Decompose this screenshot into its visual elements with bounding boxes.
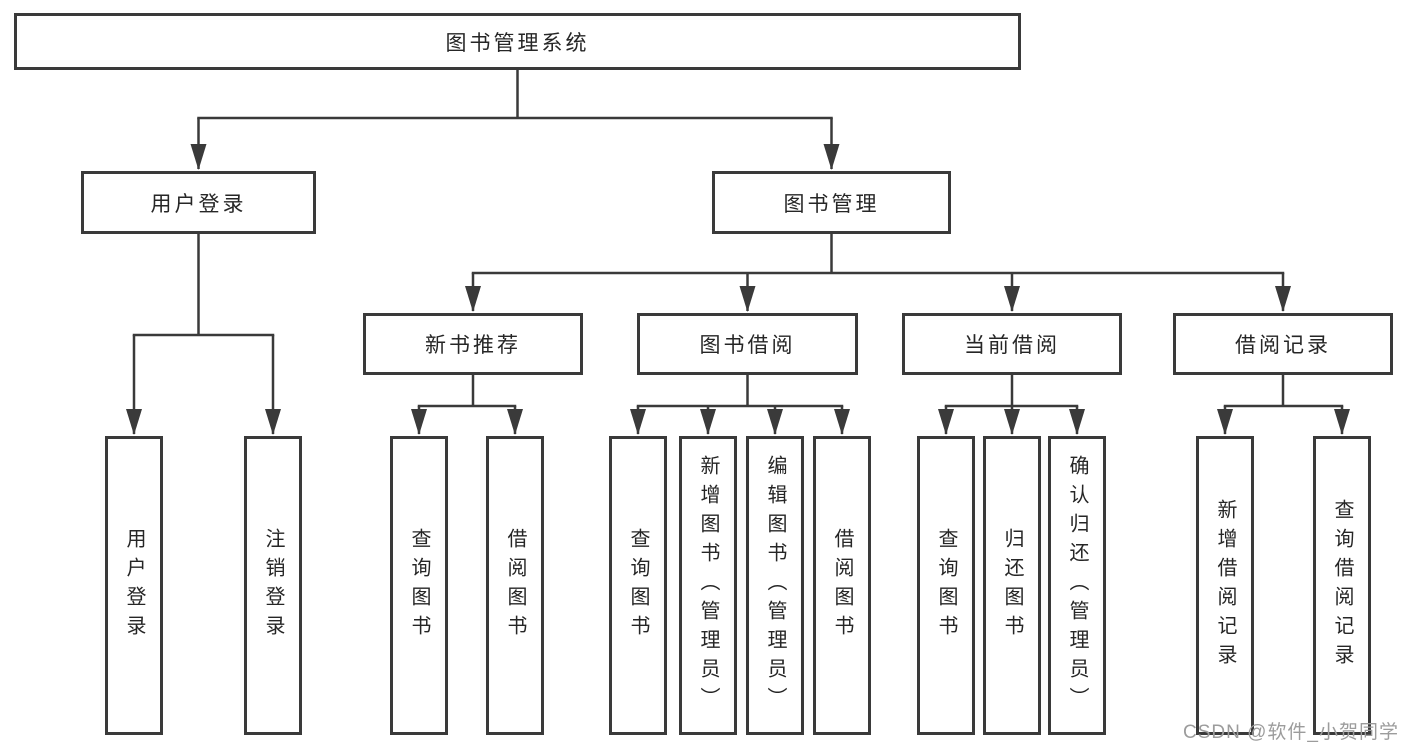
leaf-add-borrow-record: 新增借阅记录 xyxy=(1196,436,1254,735)
leaf-borrow-books-1: 借阅图书 xyxy=(486,436,544,735)
leaf-add-books-admin: 新增图书（管理员） xyxy=(679,436,737,735)
leaf-query-borrow-record: 查询借阅记录 xyxy=(1313,436,1371,735)
leaf-borrow-books-2: 借阅图书 xyxy=(813,436,871,735)
node-current-borrowing: 当前借阅 xyxy=(902,313,1122,375)
node-book-borrowing: 图书借阅 xyxy=(637,313,858,375)
node-library-management-system: 图书管理系统 xyxy=(14,13,1021,70)
leaf-confirm-return-admin: 确认归还（管理员） xyxy=(1048,436,1106,735)
leaf-return-books: 归还图书 xyxy=(983,436,1041,735)
leaf-query-books-2: 查询图书 xyxy=(609,436,667,735)
leaf-query-books-1: 查询图书 xyxy=(390,436,448,735)
leaf-user-login: 用户登录 xyxy=(105,436,163,735)
node-new-book-recommendation: 新书推荐 xyxy=(363,313,583,375)
leaf-edit-books-admin: 编辑图书（管理员） xyxy=(746,436,804,735)
connector-bus-lines xyxy=(132,67,1344,408)
leaf-logout: 注销登录 xyxy=(244,436,302,735)
node-book-management: 图书管理 xyxy=(712,171,951,234)
leaf-query-books-3: 查询图书 xyxy=(917,436,975,735)
node-borrowing-records: 借阅记录 xyxy=(1173,313,1393,375)
csdn-watermark: CSDN @软件_小贺同学 xyxy=(1183,722,1399,743)
node-user-login: 用户登录 xyxy=(81,171,316,234)
